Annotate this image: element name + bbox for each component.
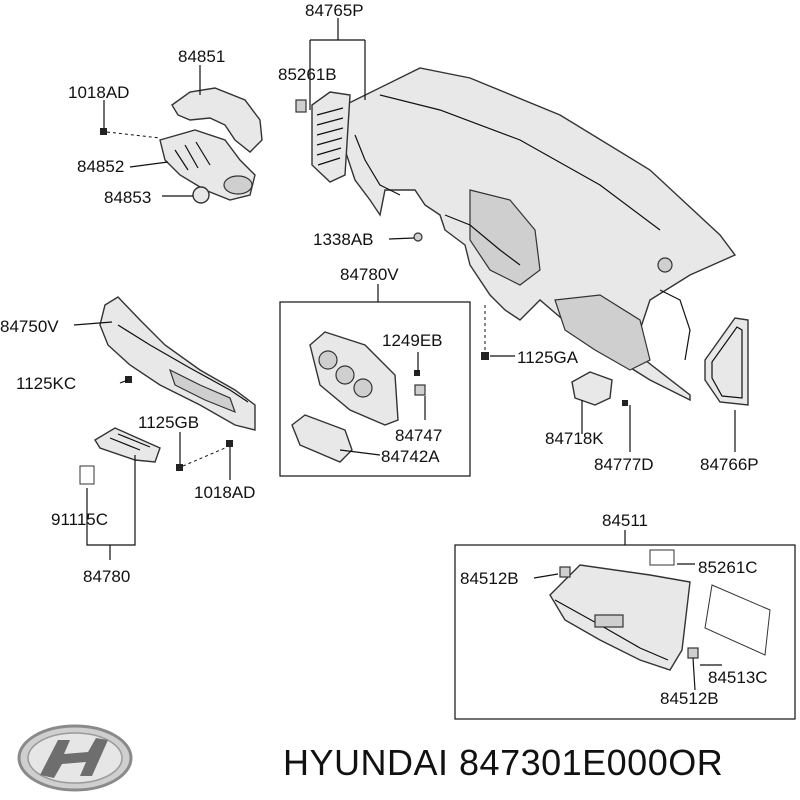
leader-lines [73, 18, 736, 691]
group-box-84780V [279, 301, 471, 477]
switch-bracket-84718K [571, 371, 613, 406]
dashboard-panel [344, 67, 737, 402]
screw-1125KC [125, 376, 132, 383]
center-vent-grille [311, 91, 351, 183]
label-84512B-top: 84512B [460, 569, 519, 588]
label-sticker-85261B [295, 99, 307, 113]
label-84766P: 84766P [700, 455, 759, 474]
damper-84512B-top [559, 566, 571, 578]
label-84853: 84853 [104, 188, 151, 207]
label-1125KC: 1125KC [16, 374, 76, 393]
screw-1018AD-top [100, 128, 161, 139]
label-85261B: 85261B [278, 65, 337, 84]
label-1018AD-top: 1018AD [68, 83, 129, 102]
bracket-84747 [414, 384, 426, 396]
fuse-box-cover [94, 427, 161, 463]
damper-84512B-bottom [687, 647, 699, 659]
label-84780: 84780 [83, 567, 130, 586]
label-sticker-85261C [649, 549, 675, 566]
label-84777D: 84777D [594, 455, 654, 474]
label-85261C: 85261C [698, 558, 758, 577]
label-1125GA: 1125GA [517, 348, 579, 367]
lower-crash-pad [99, 296, 256, 431]
ring-84853 [192, 186, 210, 204]
side-cover-84766P [704, 317, 749, 406]
label-84780V: 84780V [340, 265, 399, 284]
label-84513C: 84513C [708, 668, 768, 687]
label-84765P: 84765P [305, 1, 364, 20]
screw-1249EB [414, 370, 420, 376]
manual-pocket-84513C [704, 584, 771, 656]
hyundai-logo-icon [17, 724, 133, 792]
label-84747: 84747 [395, 426, 442, 445]
label-1338AB: 1338AB [313, 230, 374, 249]
screw-84777D [622, 400, 628, 406]
center-tray-84742A [291, 414, 353, 463]
screw-1018AD-bottom [226, 440, 233, 447]
brand-part-number: HYUNDAI 847301E000OR [283, 742, 723, 783]
label-84750V: 84750V [0, 317, 59, 336]
label-sticker-91115C [79, 465, 95, 485]
label-84852: 84852 [77, 157, 124, 176]
glove-box [549, 564, 691, 671]
label-1249EB: 1249EB [382, 331, 443, 350]
label-84718K: 84718K [545, 429, 604, 448]
steering-column-shroud-upper [171, 87, 263, 153]
steering-column-shroud-lower [159, 129, 256, 201]
label-1018AD-bottom: 1018AD [194, 483, 255, 502]
label-91115C: 91115C [51, 510, 108, 529]
clip-1338AB [413, 232, 423, 242]
center-facia-panel [309, 331, 399, 426]
label-1125GB: 1125GB [138, 413, 199, 432]
screw-1125GA [481, 305, 489, 360]
label-84512B-bottom: 84512B [660, 689, 719, 708]
screw-1125GB [176, 447, 226, 471]
label-84851: 84851 [178, 47, 225, 66]
label-84742A: 84742A [381, 447, 440, 466]
label-84511: 84511 [602, 511, 648, 530]
